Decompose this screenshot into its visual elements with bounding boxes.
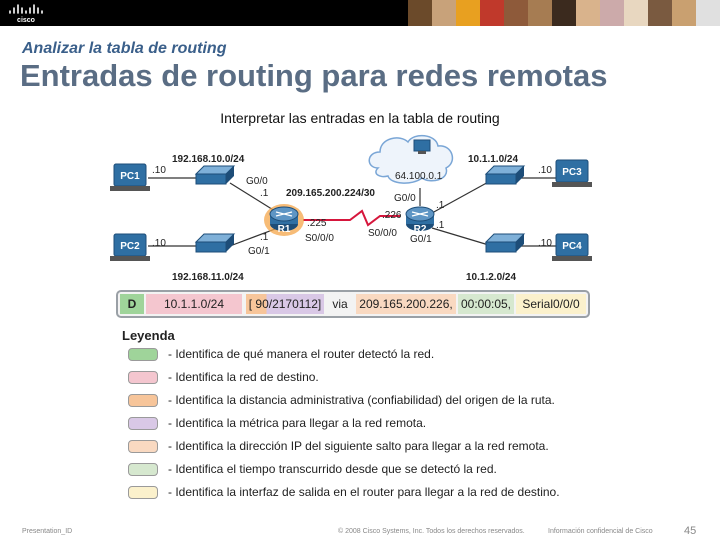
header-photo bbox=[576, 0, 600, 26]
legend-item: - Identifica la métrica para llegar a la… bbox=[128, 414, 426, 432]
r1-g01-ip-label: .1 bbox=[260, 232, 269, 243]
pc1-host-label: .10 bbox=[152, 165, 166, 176]
footer-copyright: © 2008 Cisco Systems, Inc. Todos los der… bbox=[338, 528, 525, 535]
footer-presentation-id: Presentation_ID bbox=[22, 528, 73, 535]
legend-swatch bbox=[128, 416, 158, 430]
slide-title: Entradas de routing para redes remotas bbox=[20, 58, 608, 93]
pc4-icon: PC4 bbox=[552, 233, 592, 261]
legend-text: - Identifica la distancia administrativa… bbox=[168, 393, 555, 407]
router-r2-icon: R2 bbox=[405, 206, 435, 235]
pc2-host-label: .10 bbox=[152, 238, 166, 249]
serial-wan-link bbox=[303, 209, 400, 227]
net-pc1-label: 192.168.10.0/24 bbox=[172, 154, 245, 165]
header-photo bbox=[672, 0, 696, 26]
top-bar: cisco bbox=[0, 0, 720, 26]
svg-text:R1: R1 bbox=[278, 224, 291, 235]
pc3-host-label: .10 bbox=[538, 165, 552, 176]
header-photo bbox=[456, 0, 480, 26]
entry-timer: 00:00:05, bbox=[458, 294, 514, 314]
switch-lan1-icon bbox=[194, 165, 236, 185]
legend-swatch bbox=[128, 462, 158, 476]
internet-ip-label: 64.100.0.1 bbox=[395, 171, 443, 182]
svg-text:PC3: PC3 bbox=[562, 167, 582, 178]
svg-text:PC1: PC1 bbox=[120, 171, 140, 182]
legend-text: - Identifica la dirección IP del siguien… bbox=[168, 439, 549, 453]
header-photo bbox=[648, 0, 672, 26]
r2-g01-label: G0/1 bbox=[410, 234, 432, 245]
header-photo bbox=[480, 0, 504, 26]
pc1-icon: PC1 bbox=[110, 163, 150, 191]
legend-text: - Identifica la interfaz de salida en el… bbox=[168, 485, 560, 499]
link-r2-g01-switch bbox=[431, 227, 493, 247]
r2-g00-ip-label: .1 bbox=[436, 200, 445, 211]
entry-destination-network: 10.1.1.0/24 bbox=[146, 294, 242, 314]
r1-g01-label: G0/1 bbox=[248, 246, 270, 257]
legend-item: - Identifica la distancia administrativa… bbox=[128, 391, 555, 409]
legend-title: Leyenda bbox=[122, 328, 175, 343]
legend-swatch bbox=[128, 439, 158, 453]
header-photo bbox=[600, 0, 624, 26]
footer-confidential: Información confidencial de Cisco bbox=[548, 528, 653, 535]
header-photo bbox=[432, 0, 456, 26]
svg-text:R2: R2 bbox=[414, 224, 427, 235]
r1-g00-ip-label: .1 bbox=[260, 188, 269, 199]
switch-lan3-icon bbox=[484, 165, 526, 185]
internet-cloud-icon bbox=[368, 134, 454, 184]
svg-text:cisco: cisco bbox=[17, 17, 35, 24]
r2-serial-label: S0/0/0 bbox=[368, 228, 397, 239]
network-topology: 64.100.0.1 PC1 PC2 PC3 PC4 bbox=[110, 134, 592, 283]
r1-serial-ip-label: .225 bbox=[307, 218, 327, 229]
pc3-icon: PC3 bbox=[552, 159, 592, 187]
legend-text: - Identifica la red de destino. bbox=[168, 370, 319, 384]
legend-text: - Identifica la métrica para llegar a la… bbox=[168, 416, 427, 430]
switch-lan2-icon bbox=[194, 233, 236, 253]
legend-item: - Identifica la interfaz de salida en el… bbox=[128, 483, 560, 501]
r1-g00-label: G0/0 bbox=[246, 176, 268, 187]
header-photo bbox=[552, 0, 576, 26]
header-photo-strip bbox=[408, 0, 720, 26]
header-photo bbox=[528, 0, 552, 26]
page-number: 45 bbox=[684, 525, 697, 537]
legend-text: - Identifica el tiempo transcurrido desd… bbox=[168, 462, 497, 476]
header-photo bbox=[408, 0, 432, 26]
link-r2-g00-switch bbox=[431, 179, 493, 214]
r2-g01-ip-label: .1 bbox=[436, 220, 445, 231]
net-pc3-label: 10.1.1.0/24 bbox=[468, 154, 518, 165]
r2-serial-ip-label: .226 bbox=[382, 210, 402, 221]
pc4-host-label: .10 bbox=[538, 238, 552, 249]
switch-lan4-icon bbox=[484, 233, 526, 253]
net-wan-label: 209.165.200.224/30 bbox=[286, 188, 375, 199]
cisco-logo-icon: cisco bbox=[9, 4, 43, 24]
legend-item: - Identifica de qué manera el router det… bbox=[128, 345, 434, 363]
r2-g00-label: G0/0 bbox=[394, 193, 416, 204]
net-pc2-label: 192.168.11.0/24 bbox=[172, 272, 244, 283]
router-r1-icon: R1 bbox=[264, 204, 304, 236]
entry-source-code: D bbox=[120, 294, 144, 314]
legend-swatch bbox=[128, 370, 158, 384]
legend-swatch bbox=[128, 347, 158, 361]
legend-text: - Identifica de qué manera el router det… bbox=[168, 347, 435, 361]
r1-serial-label: S0/0/0 bbox=[305, 233, 334, 244]
slide-subtitle: Analizar la tabla de routing bbox=[22, 40, 227, 57]
svg-text:PC4: PC4 bbox=[562, 241, 582, 252]
legend-item: - Identifica el tiempo transcurrido desd… bbox=[128, 460, 497, 478]
entry-metrics: [ 90/2170112] bbox=[246, 294, 324, 314]
legend-item: - Identifica la red de destino. bbox=[128, 368, 319, 386]
diagram-caption: Interpretar las entradas en la tabla de … bbox=[220, 110, 500, 126]
legend-swatch bbox=[128, 485, 158, 499]
pc2-icon: PC2 bbox=[110, 233, 150, 261]
header-photo bbox=[696, 0, 720, 26]
legend-item: - Identifica la dirección IP del siguien… bbox=[128, 437, 549, 455]
net-pc4-label: 10.1.2.0/24 bbox=[466, 272, 516, 283]
entry-exit-interface: Serial0/0/0 bbox=[516, 294, 586, 314]
header-photo bbox=[504, 0, 528, 26]
header-photo bbox=[624, 0, 648, 26]
entry-via: via bbox=[332, 297, 348, 311]
entry-next-hop: 209.165.200.226, bbox=[356, 294, 456, 314]
routing-table-entry: D 10.1.1.0/24 [ 90/2170112] via 209.165.… bbox=[116, 290, 590, 318]
svg-text:PC2: PC2 bbox=[120, 241, 140, 252]
legend-swatch bbox=[128, 393, 158, 407]
